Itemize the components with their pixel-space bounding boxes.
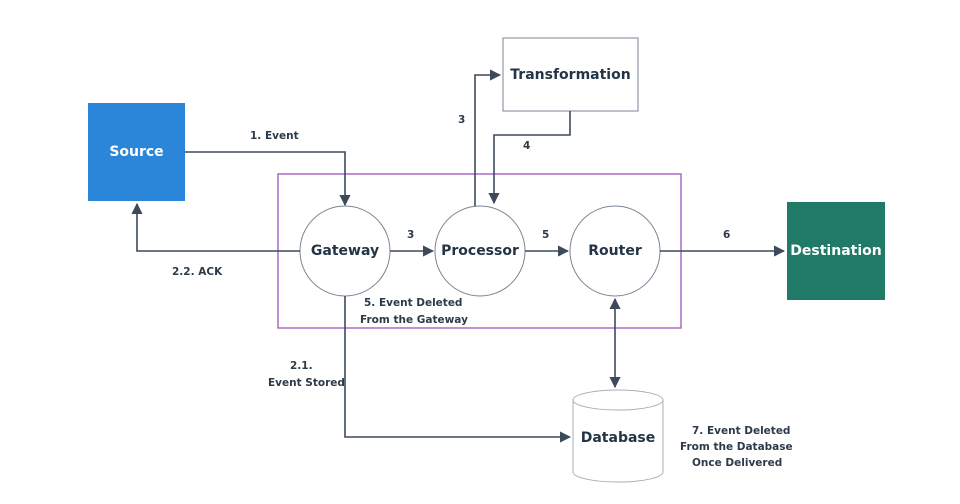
label-gateway-processor: 3 [407,229,414,241]
label-stored-line1: 2.1. [290,360,313,372]
processor-label: Processor [441,243,519,259]
processor-node: Processor [434,205,526,297]
destination-box: Destination [787,202,885,300]
destination-label: Destination [790,243,881,259]
label-deleted-database-line2: From the Database [680,441,793,453]
source-box: Source [88,103,185,201]
label-deleted-database-line1: 7. Event Deleted [692,425,790,437]
edge-gateway-database [344,296,572,443]
database-label: Database [581,430,656,446]
label-event: 1. Event [250,130,299,142]
label-deleted-gateway-line1: 5. Event Deleted [364,297,462,309]
transformation-label: Transformation [510,67,630,83]
label-transformation-processor: 4 [523,140,530,152]
label-deleted-gateway-line2: From the Gateway [360,314,468,326]
gateway-label: Gateway [311,243,379,259]
database-node: Database [572,389,664,483]
label-stored-line2: Event Stored [268,377,345,389]
router-node: Router [569,205,661,297]
label-processor-transformation: 3 [458,114,465,126]
label-router-destination: 6 [723,229,730,241]
router-label: Router [588,243,642,259]
label-deleted-database-line3: Once Delivered [692,457,782,469]
label-ack: 2.2. ACK [172,266,223,278]
gateway-node: Gateway [299,205,391,297]
edge-processor-transformation [474,69,502,206]
label-processor-router: 5 [542,229,549,241]
source-label: Source [109,144,163,160]
edge-ack [131,202,300,252]
edge-transformation-processor [488,111,571,205]
transformation-box: Transformation [502,37,639,112]
edge-event [185,151,351,207]
